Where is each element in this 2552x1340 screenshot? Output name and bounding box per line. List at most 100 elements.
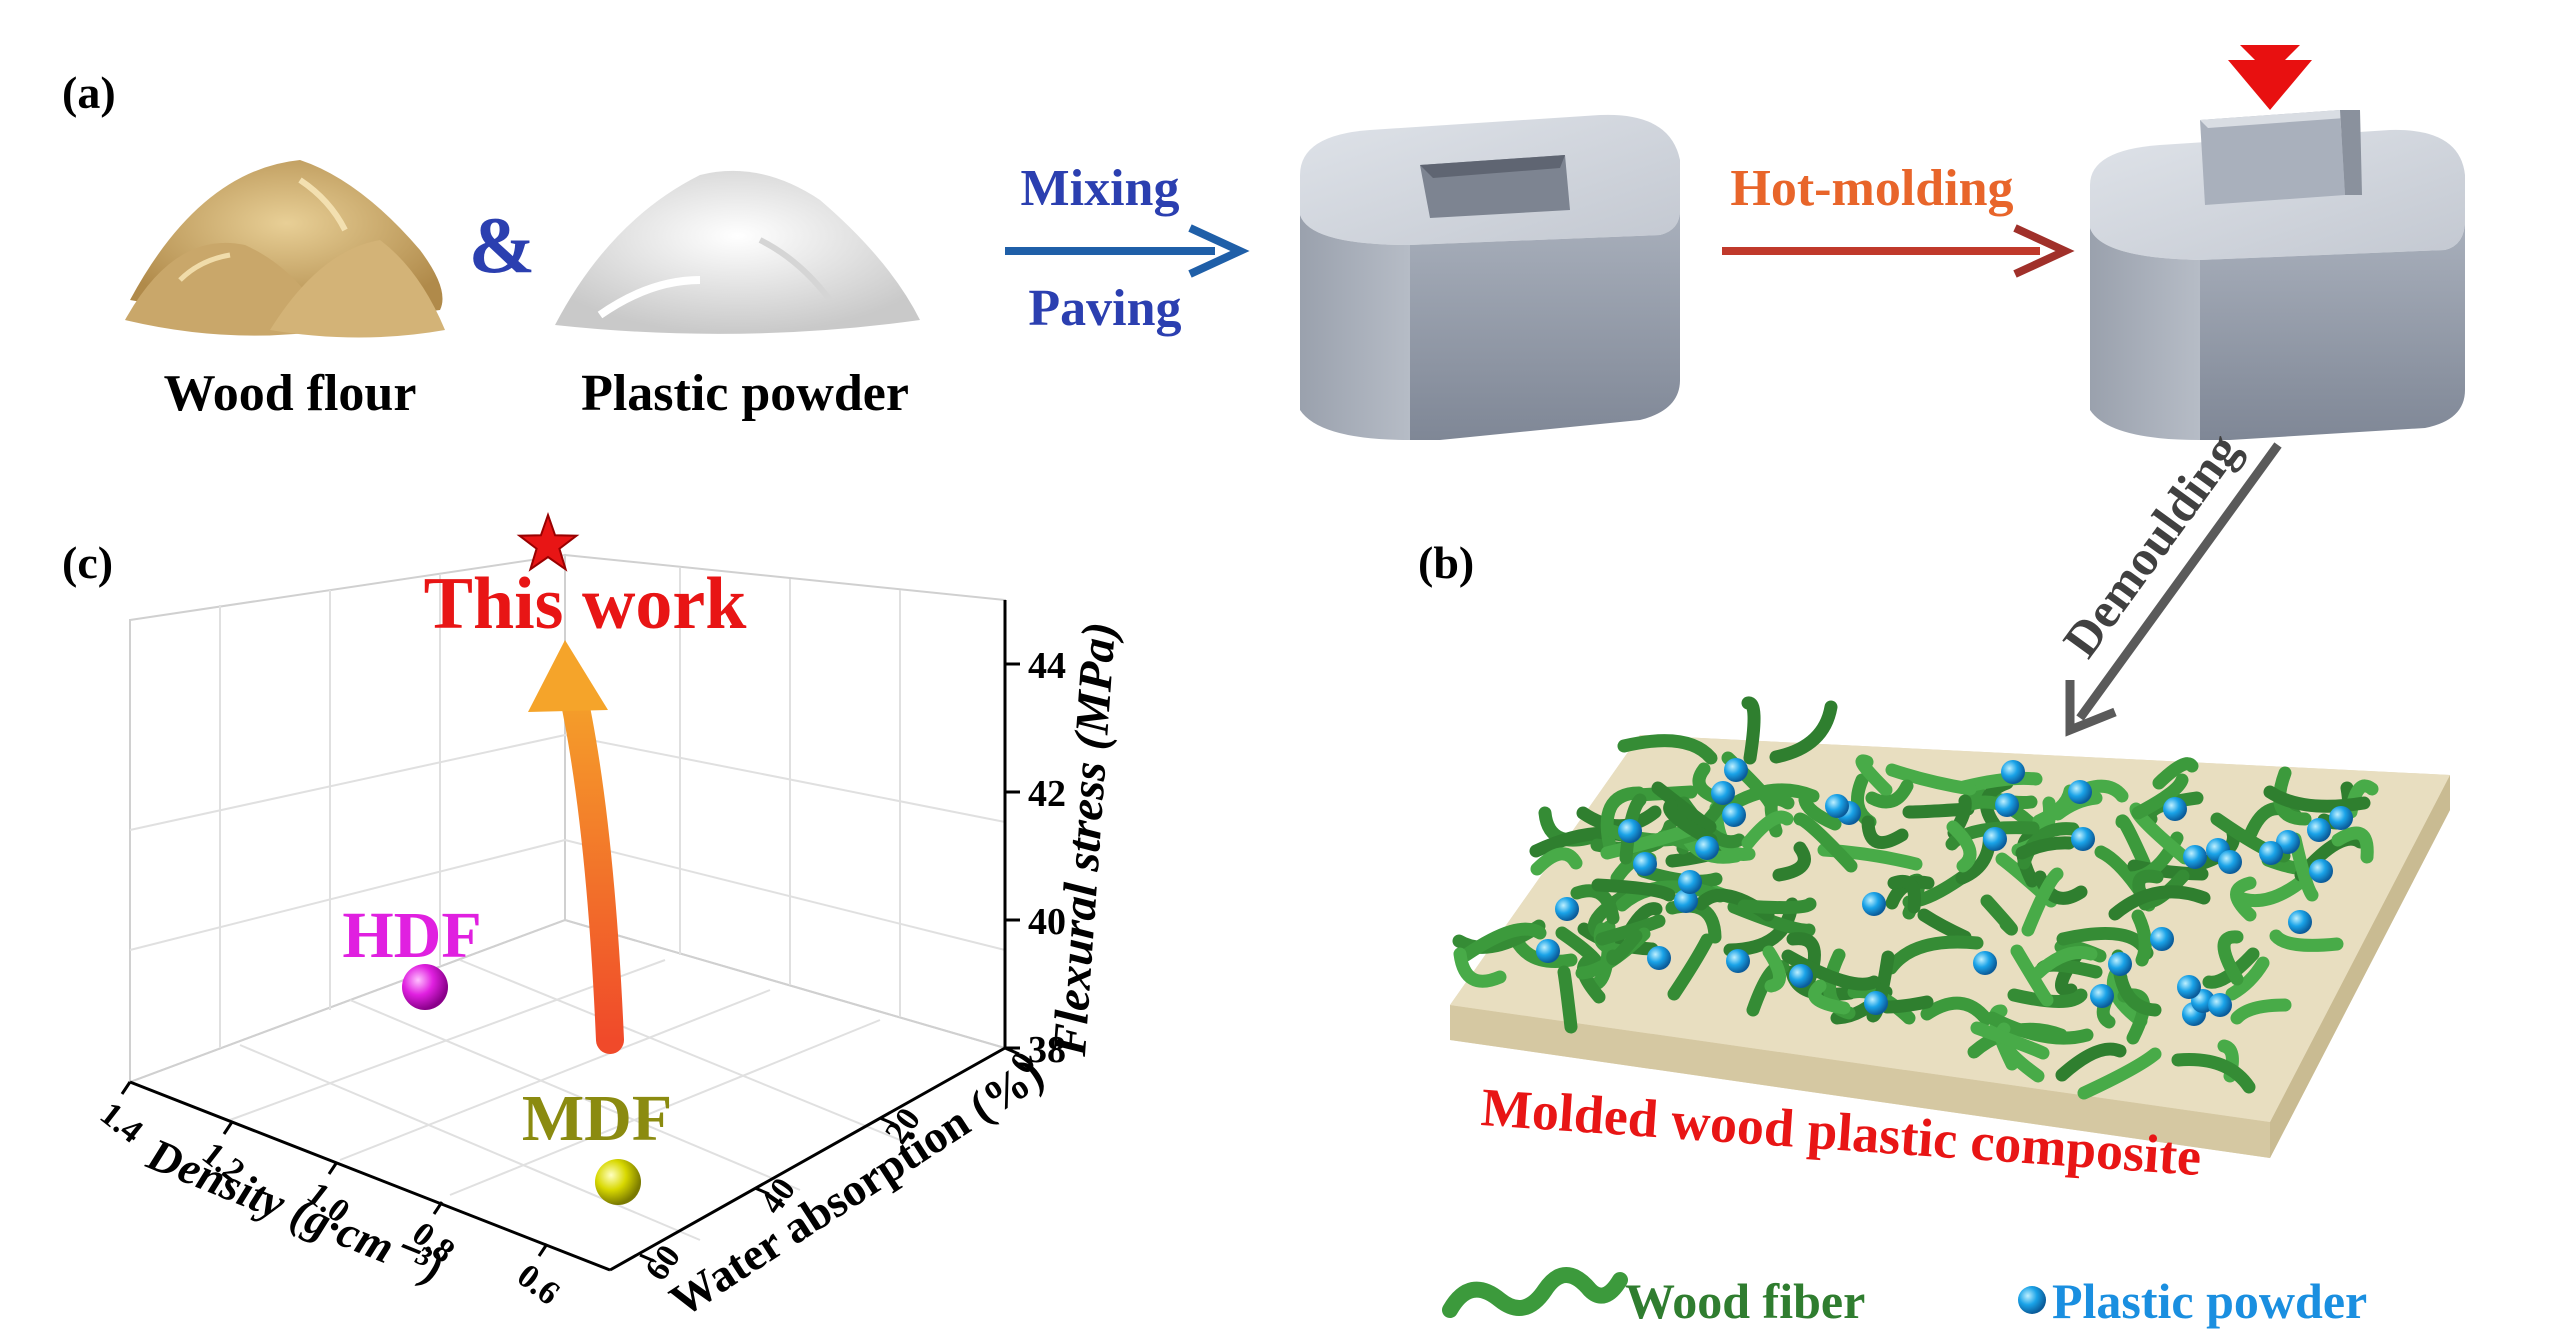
plastic-bead bbox=[2309, 859, 2333, 883]
demoulding-arrow bbox=[2065, 442, 2282, 737]
wood-fiber bbox=[1557, 965, 1578, 1034]
wood-fiber bbox=[1865, 779, 1914, 809]
x-tick bbox=[537, 1243, 549, 1257]
wood-fiber bbox=[1595, 914, 1666, 946]
wood-fiber bbox=[2131, 909, 2152, 967]
wood-fiber bbox=[2273, 766, 2312, 826]
mixing-label: Mixing bbox=[1021, 160, 1180, 217]
legend: Wood fiber Plastic powder bbox=[1442, 1267, 2367, 1329]
plastic-bead bbox=[1726, 949, 1750, 973]
wood-fiber bbox=[2108, 885, 2211, 921]
wood-fiber bbox=[2031, 946, 2098, 980]
wood-fiber bbox=[2202, 947, 2260, 989]
wood-fiber bbox=[1667, 933, 1714, 1001]
plastic-bead bbox=[1618, 819, 1642, 843]
plastic-bead bbox=[2177, 975, 2201, 999]
plastic-bead bbox=[1678, 870, 1702, 894]
wood-fiber bbox=[1885, 763, 1977, 796]
mixing-arrow bbox=[1005, 224, 1250, 278]
wood-fiber-legend-icon bbox=[1442, 1267, 1628, 1318]
wood-fiber bbox=[1855, 754, 1893, 797]
hot-molding-label: Hot-molding bbox=[1730, 160, 2013, 217]
wood-fiber bbox=[1530, 847, 1583, 876]
wood-fiber bbox=[2033, 870, 2088, 905]
ampersand: & bbox=[469, 202, 536, 290]
plastic-bead bbox=[1722, 803, 1746, 827]
wood-fiber bbox=[2127, 859, 2209, 881]
x-tick bbox=[222, 1121, 234, 1135]
z-tick-label: 38 bbox=[1028, 1029, 1066, 1071]
wood-fiber bbox=[1617, 734, 1718, 765]
plastic-bead bbox=[2001, 760, 2025, 784]
plastic-beads bbox=[1536, 758, 2353, 1026]
wood-fiber bbox=[2230, 876, 2257, 922]
hdf-label: HDF bbox=[342, 899, 481, 972]
wood-fiber bbox=[1798, 793, 1842, 831]
plastic-bead bbox=[1862, 892, 1886, 916]
wood-fiber bbox=[2217, 930, 2244, 986]
wood-fiber bbox=[1884, 935, 1984, 975]
plastic-bead bbox=[2218, 850, 2242, 874]
wood-fiber bbox=[1762, 945, 1786, 993]
open-mold bbox=[1300, 114, 1680, 440]
plastic-bead bbox=[1674, 889, 1698, 913]
wood-fiber bbox=[1967, 1022, 2068, 1059]
y-axis-label: Water absorption (%) bbox=[661, 1048, 1052, 1327]
y-tick bbox=[639, 1253, 655, 1263]
x-tick-label: 0.6 bbox=[510, 1257, 566, 1312]
wood-fiber bbox=[1741, 810, 1794, 850]
mdf-label: MDF bbox=[522, 1082, 672, 1155]
wood-fiber bbox=[1970, 1021, 2050, 1060]
panel-label-b: (b) bbox=[1418, 537, 1474, 588]
plastic-powder-legend-icon bbox=[2018, 1286, 2046, 1314]
wood-fiber bbox=[1741, 696, 1761, 765]
wood-fiber bbox=[1600, 786, 1646, 858]
plastic-bead bbox=[1555, 897, 1579, 921]
wood-fiber bbox=[1459, 922, 1547, 962]
plastic-bead bbox=[1724, 758, 1748, 782]
z-tick-label: 42 bbox=[1028, 773, 1066, 815]
wood-fiber bbox=[2115, 814, 2151, 870]
plastic-bead bbox=[2090, 984, 2114, 1008]
plastic-bead bbox=[1536, 939, 1560, 963]
wood-fiber bbox=[1980, 894, 2018, 936]
wood-fiber bbox=[2269, 929, 2344, 952]
plastic-powder-legend-label: Plastic powder bbox=[2052, 1273, 2367, 1329]
plastic-bead bbox=[2288, 910, 2312, 934]
wood-fiber bbox=[1591, 878, 1676, 902]
wood-fiber bbox=[2007, 988, 2088, 1008]
wood-fiber bbox=[1781, 949, 1881, 991]
plastic-bead bbox=[2276, 830, 2300, 854]
wood-fiber bbox=[2015, 836, 2076, 860]
plastic-bead bbox=[2150, 927, 2174, 951]
wood-fiber bbox=[1606, 929, 1643, 966]
wood-fiber bbox=[1570, 884, 1620, 925]
wood-fiber bbox=[1728, 783, 1820, 810]
demoulding-label: Demoulding bbox=[2052, 423, 2251, 667]
wood-fiber bbox=[2230, 998, 2292, 1025]
x-tick bbox=[327, 1161, 339, 1175]
plastic-bead bbox=[2068, 780, 2092, 804]
plastic-bead bbox=[1825, 794, 1849, 818]
wood-fiber bbox=[2171, 1053, 2256, 1094]
plastic-bead bbox=[2307, 818, 2331, 842]
wood-fiber bbox=[1769, 700, 1838, 764]
wood-fiber bbox=[1651, 781, 1717, 834]
plastic-bead bbox=[1864, 991, 1888, 1015]
closed-mold bbox=[2090, 110, 2465, 440]
plastic-bead bbox=[1789, 964, 1813, 988]
hot-molding-arrow bbox=[1722, 224, 2075, 278]
wood-fiber bbox=[1600, 822, 1699, 860]
plastic-bead bbox=[2163, 797, 2187, 821]
wood-fiber bbox=[2263, 785, 2371, 813]
press-arrow bbox=[2228, 45, 2312, 110]
plastic-bead bbox=[1647, 946, 1671, 970]
wood-fiber bbox=[2331, 826, 2374, 864]
x-tick bbox=[120, 1081, 132, 1095]
mdf-point bbox=[595, 1159, 641, 1205]
plastic-bead bbox=[1695, 836, 1719, 860]
this-work-star bbox=[516, 511, 580, 572]
wood-fiber bbox=[1453, 947, 1507, 988]
hdf-point bbox=[402, 964, 448, 1010]
